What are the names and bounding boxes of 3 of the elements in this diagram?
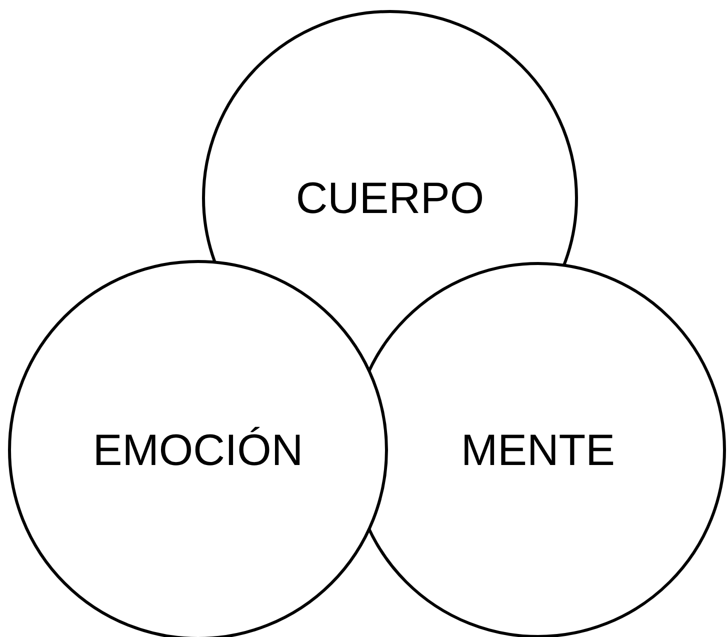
circle-label: CUERPO [296,172,484,224]
circle-label: MENTE [461,424,615,476]
circle-label: EMOCIÓN [92,424,304,476]
